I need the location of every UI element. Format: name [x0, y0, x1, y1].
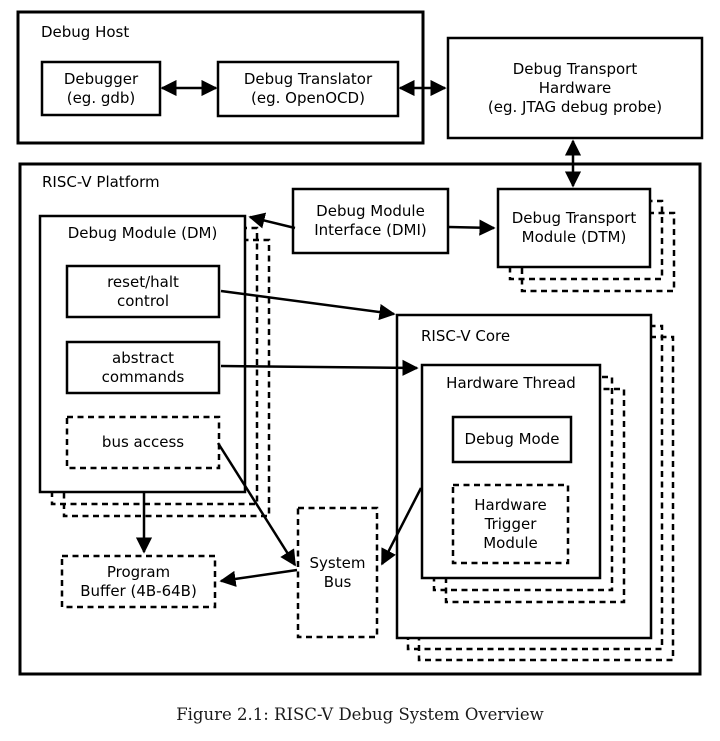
arrow-reset-halt-riscv-core	[220, 289, 396, 321]
debug-module-interface-line-2: Interface (DMI)	[314, 221, 427, 239]
reset-halt-control-label: reset/halt control	[67, 266, 219, 317]
hardware-trigger-module-box	[451, 483, 570, 565]
debug-transport-module-label: Debug Transport Module (DTM)	[498, 189, 650, 267]
system-bus-line-2: Bus	[323, 572, 352, 591]
debug-module-interface-label: Debug Module Interface (DMI)	[293, 189, 448, 253]
debug-module-interface-box	[291, 187, 450, 255]
reset-halt-control-box	[65, 264, 221, 319]
riscv-platform-title: RISC-V Platform	[42, 173, 160, 191]
arrow-hardware-thread-system-bus	[380, 487, 423, 566]
reset-halt-control-line-1: reset/halt	[107, 272, 179, 291]
hardware-trigger-module-line-2: Trigger	[484, 514, 537, 533]
debug-translator-label: Debug Translator (eg. OpenOCD)	[218, 62, 398, 116]
system-bus-line-1: System	[309, 553, 366, 572]
debug-transport-hardware-box	[446, 36, 704, 140]
abstract-commands-label: abstract commands	[67, 342, 219, 393]
program-buffer-label: Program Buffer (4B-64B)	[62, 556, 215, 607]
debug-translator-line-1: Debug Translator	[243, 70, 373, 88]
reset-halt-control-line-2: control	[117, 291, 169, 310]
system-bus-box	[296, 506, 379, 639]
debug-transport-module-line-1: Debug Transport	[511, 209, 637, 227]
program-buffer-box	[60, 554, 217, 609]
hardware-thread-title: Hardware Thread	[446, 374, 576, 392]
debug-mode-box	[451, 415, 573, 464]
debugger-line-1: Debugger	[63, 69, 139, 88]
arrow-abstract-commands-hardware-thread	[220, 359, 419, 376]
arrow-bus-access-system-bus	[216, 442, 297, 567]
debug-transport-hardware-line-1: Debug Transport	[512, 59, 638, 78]
debug-module-interface-line-1: Debug Module	[316, 202, 425, 220]
hardware-trigger-module-line-3: Module	[483, 533, 538, 552]
debugger-box	[40, 60, 162, 117]
program-buffer-line-1: Program	[106, 562, 171, 581]
debug-transport-hardware-line-2: Hardware	[538, 78, 612, 97]
bus-access-label: bus access	[67, 417, 219, 468]
arrow-dmi-dtm	[448, 219, 496, 236]
bus-access-line-1: bus access	[101, 433, 185, 451]
program-buffer-line-2: Buffer (4B-64B)	[80, 581, 197, 600]
bus-access-box	[65, 415, 221, 470]
debugger-line-2: (eg. gdb)	[66, 88, 136, 107]
abstract-commands-box	[65, 340, 221, 395]
debug-translator-box	[216, 60, 400, 118]
debug-mode-label: Debug Mode	[453, 417, 571, 462]
arrow-system-bus-program-buffer	[219, 568, 298, 587]
figure-caption: Figure 2.1: RISC-V Debug System Overview	[176, 705, 544, 724]
hardware-trigger-module-line-1: Hardware	[474, 495, 547, 514]
debug-transport-module-line-2: Module (DTM)	[521, 228, 627, 246]
debug-transport-module-box	[496, 187, 652, 269]
debug-mode-line-1: Debug Mode	[464, 430, 560, 448]
arrow-dmi-debug-module	[248, 212, 296, 230]
debug-host-title: Debug Host	[41, 23, 130, 41]
debugger-label: Debugger (eg. gdb)	[42, 62, 160, 115]
hardware-trigger-module-label: Hardware Trigger Module	[453, 485, 568, 563]
riscv-core-title: RISC-V Core	[421, 327, 511, 345]
abstract-commands-line-1: abstract	[112, 348, 174, 367]
debug-translator-line-2: (eg. OpenOCD)	[251, 89, 365, 107]
debug-module-title: Debug Module (DM)	[67, 224, 218, 242]
abstract-commands-line-2: commands	[101, 367, 185, 386]
debug-transport-hardware-line-3: (eg. JTAG debug probe)	[487, 97, 663, 116]
debug-transport-hardware-label: Debug Transport Hardware (eg. JTAG debug…	[448, 38, 702, 138]
system-bus-label: System Bus	[298, 508, 377, 637]
